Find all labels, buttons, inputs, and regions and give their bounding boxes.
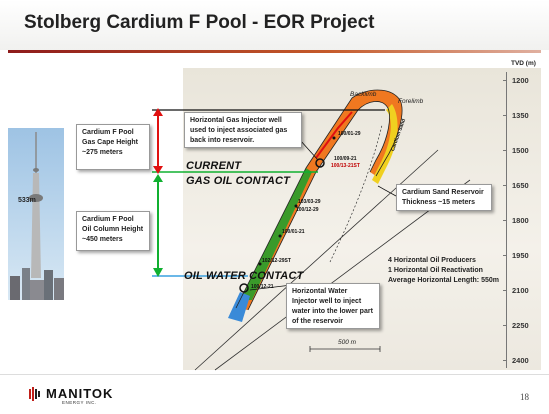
slide-header (0, 0, 549, 50)
tvd-tick (503, 290, 507, 291)
slide-title: Stolberg Cardium F Pool - EOR Project (24, 12, 375, 33)
forelimb-label: Forelimb (398, 98, 424, 105)
tvd-tick (503, 185, 507, 186)
well-label: 100/01-21 (282, 229, 305, 235)
tvd-tick (503, 325, 507, 326)
manitok-logo-icon (29, 387, 40, 401)
gas-cap-height-callout: Cardium F Pool Gas Cape Height ~275 mete… (76, 124, 150, 170)
producers-info: 4 Horizontal Oil Producers 1 Horizontal … (388, 256, 499, 286)
tvd-tick-label: 1950 (512, 251, 529, 260)
gas-oil-contact-label: GAS OIL CONTACT (186, 175, 291, 187)
water-injector-marker (239, 283, 249, 293)
page-number: 18 (520, 392, 529, 402)
tvd-tick-label: 1800 (512, 216, 529, 225)
tvd-tick-label: 1200 (512, 76, 529, 85)
tvd-tick-label: 1650 (512, 181, 529, 190)
tvd-tick (503, 360, 507, 361)
well-label: 103/03-29 (298, 199, 321, 205)
well-label: 100/12-29 (296, 207, 319, 213)
backlimb-label: Backlimb (350, 91, 377, 98)
oil-zone (240, 168, 312, 300)
tower-height-label: 533m (18, 197, 36, 204)
well-marker (294, 204, 298, 208)
tvd-tick-label: 2250 (512, 321, 529, 330)
tvd-tick (503, 255, 507, 256)
gas-injector-callout: Horizontal Gas Injector well used to inj… (184, 112, 302, 148)
tvd-tick-label: 2400 (512, 356, 529, 365)
dashed-fault (329, 124, 383, 263)
info-line: Average Horizontal Length: 550m (388, 277, 499, 284)
info-line: 1 Horizontal Oil Reactivation (388, 267, 483, 274)
cardium-sand-zone (372, 104, 398, 184)
tvd-tick-label: 1500 (512, 146, 529, 155)
water-injector-callout: Horizontal Water Injector well to inject… (286, 283, 380, 329)
well-label: 100/09-21 (334, 156, 357, 162)
well-label: 102/12-29ST (262, 258, 291, 264)
info-line: 4 Horizontal Oil Producers (388, 257, 476, 264)
well-marker (278, 234, 282, 238)
logo-name: MANITOK (46, 386, 114, 401)
well-label: 100/12-21 (251, 284, 274, 290)
tvd-tick (503, 150, 507, 151)
cn-tower-image (8, 128, 64, 300)
oil-water-contact-label: OIL WATER CONTACT (184, 270, 304, 282)
footer-divider (0, 374, 549, 375)
tvd-tick (503, 80, 507, 81)
header-divider (8, 50, 541, 53)
well-marker (258, 262, 262, 266)
tvd-tick-label: 1350 (512, 111, 529, 120)
tvd-tick (503, 115, 507, 116)
scale-label: 500 m (338, 339, 357, 346)
logo-subtitle: ENERGY INC. (62, 400, 97, 405)
tvd-tick (503, 220, 507, 221)
sand-reservoir-callout: Cardium Sand Reservoir Thickness ~15 met… (396, 184, 492, 211)
well-label: 100/01-29 (338, 131, 361, 137)
well-label: 100/13-21ST (331, 163, 360, 169)
tvd-tick-label: 2100 (512, 286, 529, 295)
water-zone (228, 292, 250, 322)
fault-line (214, 179, 471, 371)
oil-column-height-callout: Cardium F Pool Oil Column Height ~450 me… (76, 211, 150, 251)
current-label: CURRENT (186, 160, 242, 172)
well-marker (332, 136, 336, 140)
gas-injector-marker (315, 158, 325, 168)
tvd-axis-label: TVD (m) (511, 60, 536, 67)
gas-injector-well (315, 111, 353, 159)
